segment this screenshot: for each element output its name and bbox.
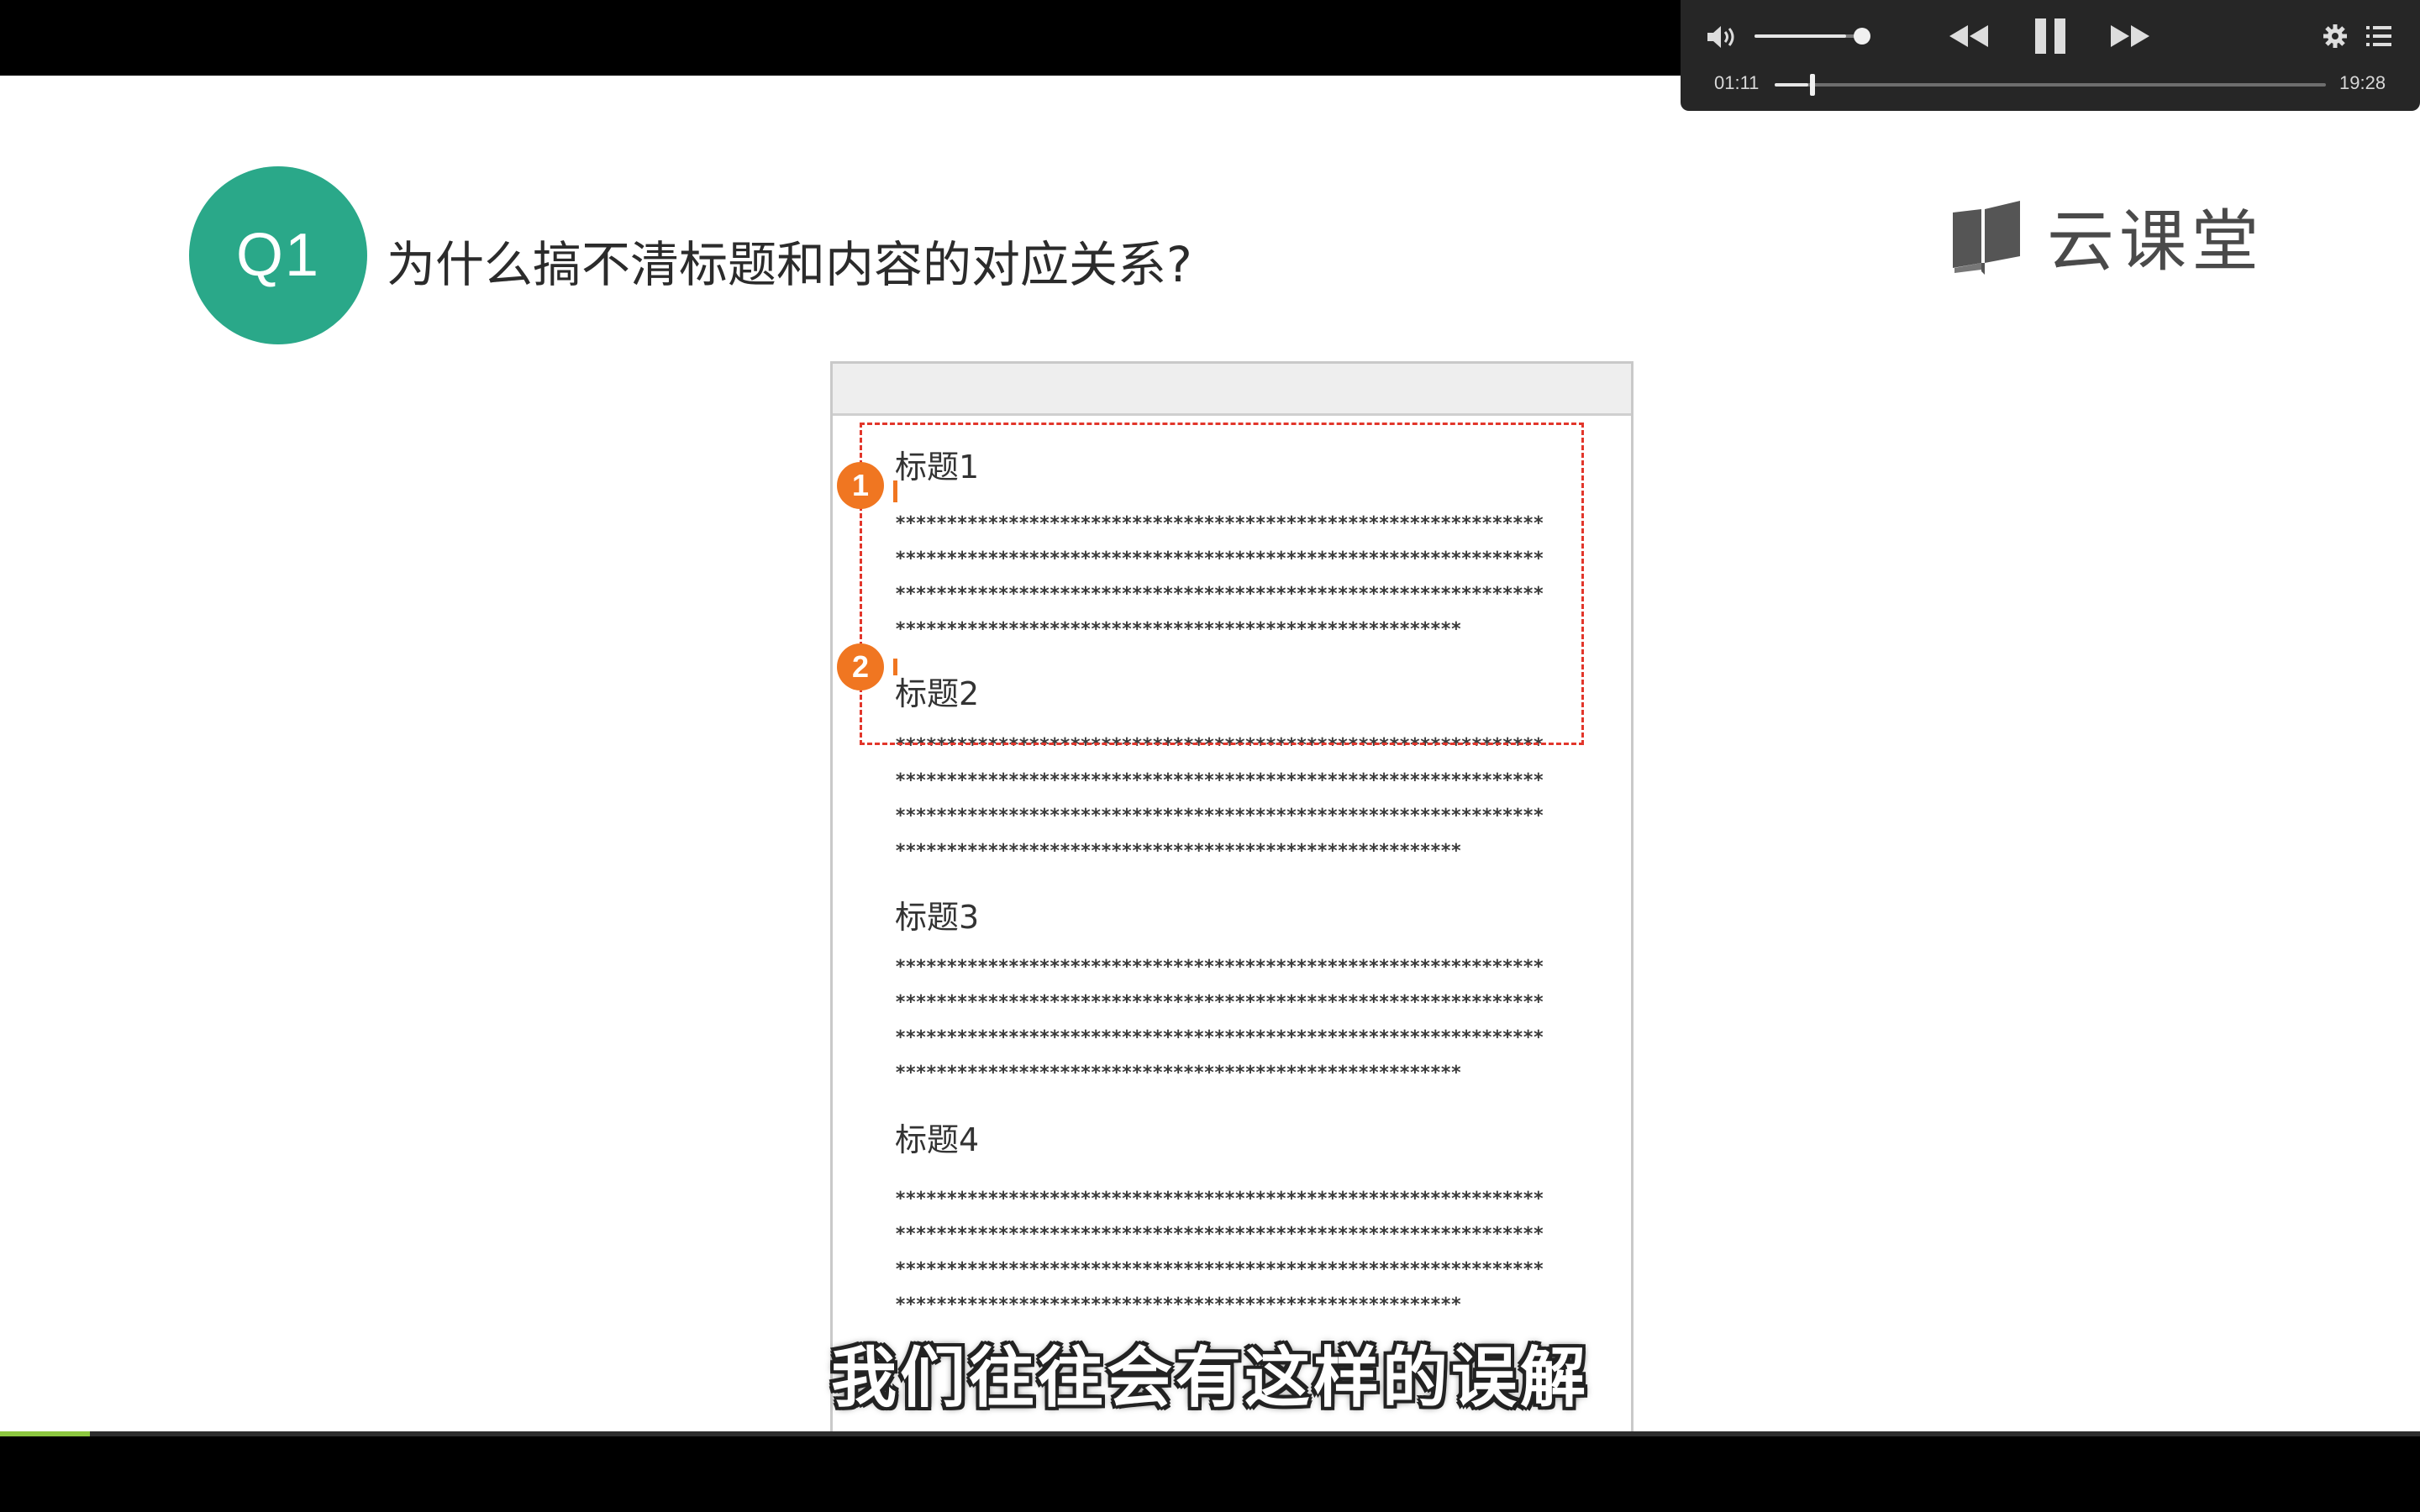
book-icon	[1953, 201, 2020, 275]
body-line: ****************************************…	[895, 584, 1544, 605]
brand-name: 云课堂	[2047, 202, 2264, 281]
body-line: ****************************************…	[895, 770, 1544, 791]
fast-forward-icon[interactable]	[2109, 24, 2151, 49]
marker-label: 1	[851, 468, 870, 502]
body-line: ****************************************…	[895, 806, 1544, 827]
marker-2: 2	[837, 643, 884, 690]
section-heading-4: 标题4	[895, 1121, 980, 1158]
body-line: ****************************************…	[895, 735, 1544, 756]
seek-bar-handle[interactable]	[1810, 74, 1815, 96]
question-badge: Q1	[189, 166, 367, 344]
body-line: ****************************************…	[895, 957, 1544, 978]
section-body-3: ****************************************…	[895, 950, 1587, 1091]
body-line: ****************************************…	[895, 992, 1544, 1013]
marker-1: 1	[837, 462, 884, 509]
section-heading-1: 标题1	[895, 449, 980, 486]
rewind-icon[interactable]	[1948, 24, 1990, 49]
player-controls: 01:11 19:28	[1681, 0, 2420, 111]
highlight-box	[860, 423, 1584, 745]
current-time: 01:11	[1714, 72, 1760, 93]
settings-icon[interactable]	[2323, 24, 2348, 49]
body-line: ****************************************…	[895, 513, 1544, 534]
document-mockup: 标题1 ************************************…	[830, 361, 1634, 1433]
marker-label: 2	[851, 649, 870, 684]
total-time: 19:28	[2339, 72, 2386, 93]
body-line: ****************************************…	[895, 549, 1544, 570]
body-line: ****************************************…	[895, 619, 1461, 640]
volume-slider-fill	[1754, 34, 1846, 38]
body-line: ****************************************…	[895, 841, 1461, 862]
body-line: ****************************************…	[895, 1259, 1544, 1280]
volume-slider-knob[interactable]	[1854, 28, 1870, 45]
body-line: ****************************************…	[895, 1189, 1544, 1210]
seek-bar-fill	[1775, 83, 1809, 87]
volume-slider[interactable]	[1754, 34, 1862, 38]
body-line: ****************************************…	[895, 1063, 1461, 1084]
cursor-marker-2	[893, 659, 897, 675]
section-heading-3: 标题3	[895, 899, 980, 936]
slide: Q1 为什么搞不清标题和内容的对应关系? 云课堂 标题1 ***********…	[0, 76, 2420, 1433]
question-badge-label: Q1	[235, 222, 321, 289]
document-toolbar	[833, 364, 1631, 416]
section-body-2: ****************************************…	[895, 728, 1587, 869]
section-heading-2: 标题2	[895, 675, 980, 712]
brand-logo: 云课堂	[1948, 190, 2264, 282]
seek-bar[interactable]	[1775, 83, 2326, 87]
cursor-marker-1	[893, 480, 897, 502]
playlist-icon[interactable]	[2366, 25, 2391, 47]
body-line: ****************************************…	[895, 1224, 1544, 1245]
body-line: ****************************************…	[895, 1027, 1544, 1048]
section-body-4: ****************************************…	[895, 1182, 1587, 1323]
video-progress-strip-fill	[0, 1431, 90, 1436]
question-title: 为什么搞不清标题和内容的对应关系?	[387, 236, 1192, 293]
video-progress-strip[interactable]	[0, 1431, 2420, 1436]
subtitle-caption: 我们往往会有这样的误解	[830, 1341, 1589, 1416]
pause-icon[interactable]	[2032, 18, 2069, 54]
volume-icon[interactable]	[1706, 24, 1739, 50]
section-body-1: ****************************************…	[895, 507, 1587, 648]
body-line: ****************************************…	[895, 1294, 1461, 1315]
